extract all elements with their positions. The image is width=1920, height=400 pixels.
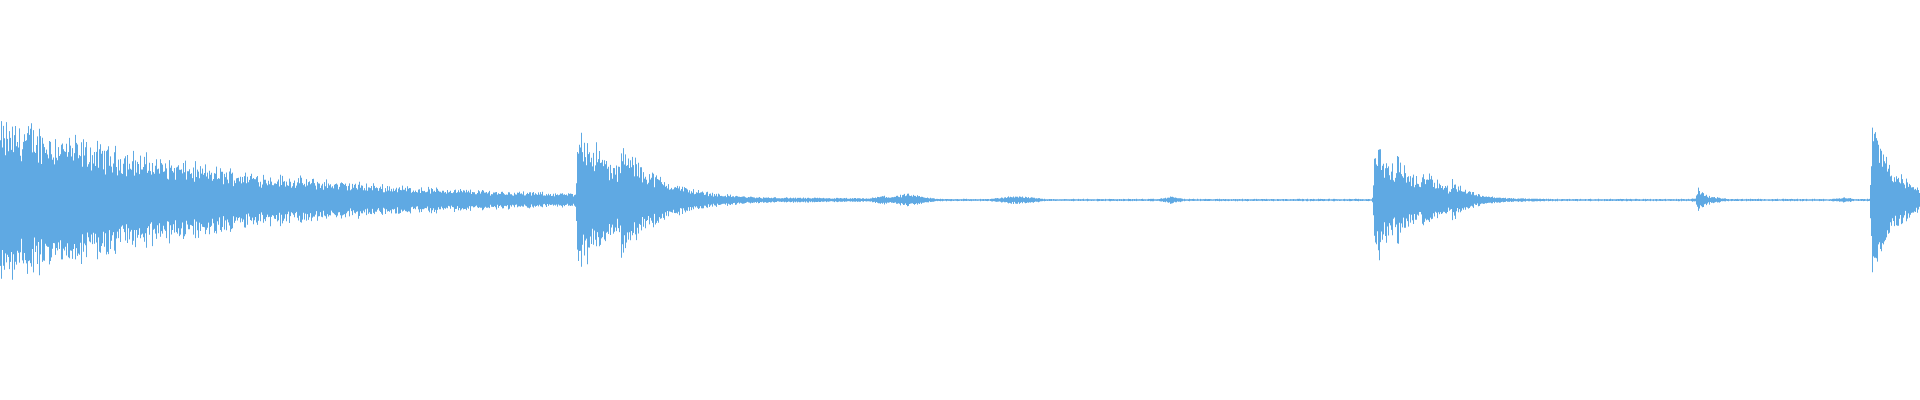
waveform-samples — [0, 121, 1920, 280]
